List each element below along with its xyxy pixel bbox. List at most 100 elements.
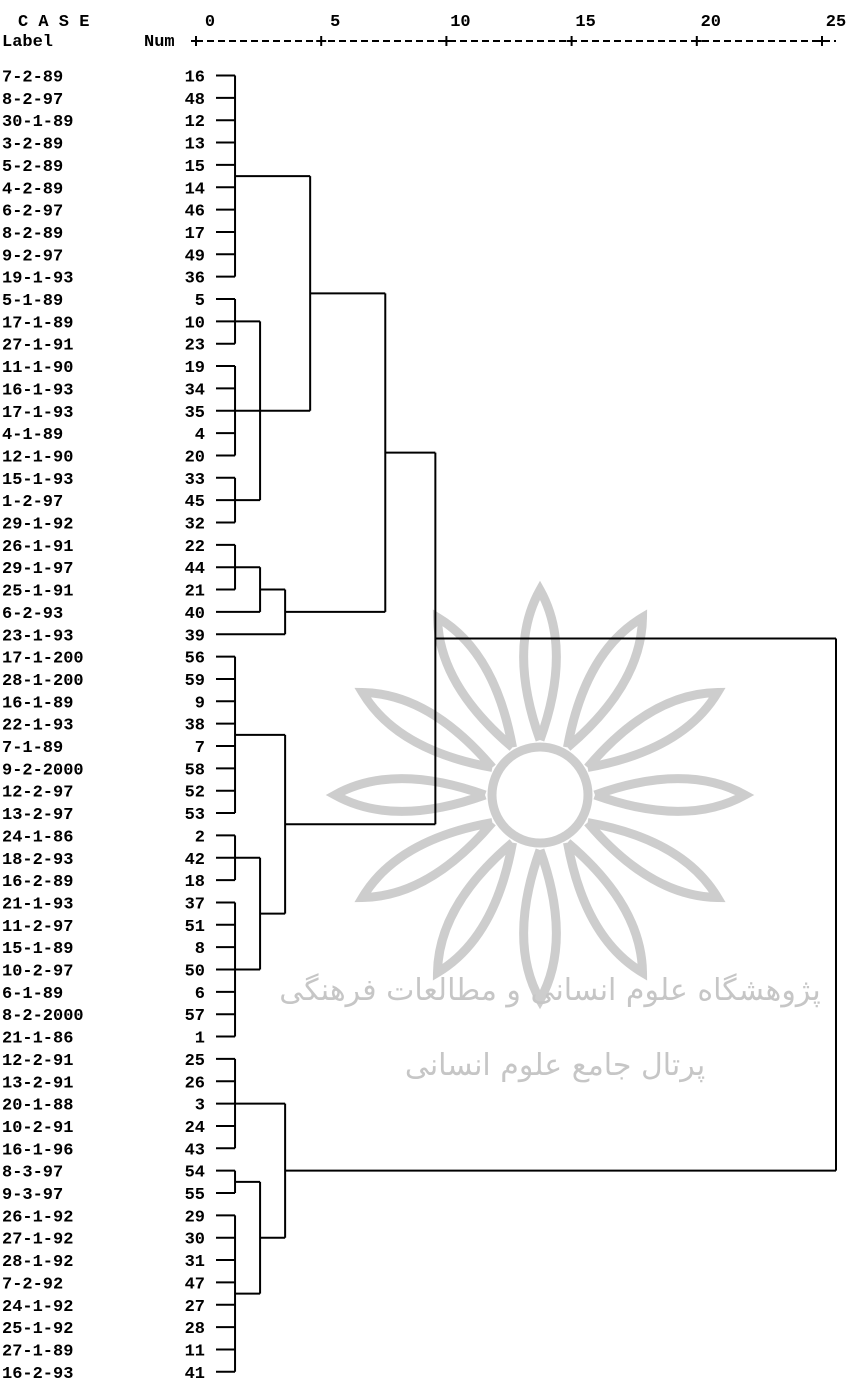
case-label: 15-1-89 (2, 940, 73, 959)
case-label: 19-1-93 (2, 270, 73, 289)
watermark-petal (563, 609, 648, 751)
case-num: 44 (185, 560, 205, 579)
case-label: 12-2-97 (2, 784, 73, 803)
case-label: 21-1-93 (2, 895, 73, 914)
case-num: 21 (185, 583, 205, 602)
case-num: 36 (185, 270, 205, 289)
case-num: 34 (185, 381, 205, 400)
case-num: 18 (185, 873, 205, 892)
case-label: 22-1-93 (2, 717, 73, 736)
case-num: 38 (185, 717, 205, 736)
watermark-center (487, 742, 593, 848)
case-label: 8-3-97 (2, 1164, 63, 1183)
case-num: 2 (195, 828, 205, 847)
case-num: 6 (195, 985, 205, 1004)
case-label: 25-1-92 (2, 1320, 73, 1339)
case-label: 10-2-97 (2, 963, 73, 982)
case-label: 5-2-89 (2, 158, 63, 177)
case-num: 45 (185, 493, 205, 512)
case-num: 23 (185, 337, 205, 356)
watermark-petal (432, 839, 517, 981)
case-num: 37 (185, 895, 205, 914)
case-num: 57 (185, 1007, 205, 1026)
case-label: 29-1-97 (2, 560, 73, 579)
scale-tick-label: 5 (330, 13, 340, 32)
scale-tick-label: 25 (826, 13, 846, 32)
case-label: 9-2-97 (2, 247, 63, 266)
case-num: 33 (185, 471, 205, 490)
case-num: 32 (185, 516, 205, 535)
scale-tick-label: 0 (205, 13, 215, 32)
case-num: 52 (185, 784, 205, 803)
case-label: 24-1-86 (2, 828, 73, 847)
case-label: 27-1-91 (2, 337, 73, 356)
case-label: 21-1-86 (2, 1030, 73, 1049)
case-num: 11 (185, 1342, 205, 1361)
case-label: 11-1-90 (2, 359, 73, 378)
case-num: 24 (185, 1119, 205, 1138)
case-label: 27-1-89 (2, 1342, 73, 1361)
case-num: 47 (185, 1275, 205, 1294)
case-label: 17-1-93 (2, 404, 73, 423)
case-num: 48 (185, 91, 205, 110)
case-label: 13-2-91 (2, 1074, 73, 1093)
case-num: 56 (185, 650, 205, 669)
case-num: 31 (185, 1253, 205, 1272)
case-label: 17-1-200 (2, 650, 84, 669)
case-label: 26-1-92 (2, 1208, 73, 1227)
case-label: 24-1-92 (2, 1298, 73, 1317)
case-num: 19 (185, 359, 205, 378)
case-num: 49 (185, 247, 205, 266)
case-num: 28 (185, 1320, 205, 1339)
watermark-petal (325, 774, 487, 816)
scale-tick-label: 15 (575, 13, 595, 32)
case-label: 16-2-93 (2, 1365, 73, 1384)
case-num: 8 (195, 940, 205, 959)
case-label: 27-1-92 (2, 1231, 73, 1250)
case-num: 59 (185, 672, 205, 691)
case-num: 26 (185, 1074, 205, 1093)
case-label: 16-1-89 (2, 694, 73, 713)
case-num: 1 (195, 1030, 205, 1049)
case-label: 11-2-97 (2, 918, 73, 937)
case-label: 6-2-93 (2, 605, 63, 624)
case-label: 7-1-89 (2, 739, 63, 758)
case-label: 17-1-89 (2, 314, 73, 333)
case-label: 8-2-89 (2, 225, 63, 244)
case-num: 43 (185, 1141, 205, 1160)
case-label: 16-1-96 (2, 1141, 73, 1160)
case-num: 46 (185, 203, 205, 222)
case-num: 12 (185, 113, 205, 132)
case-label: 25-1-91 (2, 583, 73, 602)
case-label: 10-2-91 (2, 1119, 73, 1138)
case-label: 28-1-200 (2, 672, 84, 691)
watermark-petal (584, 818, 726, 903)
case-label: 6-2-97 (2, 203, 63, 222)
case-label: 12-1-90 (2, 448, 73, 467)
case-label: 5-1-89 (2, 292, 63, 311)
case-num: 15 (185, 158, 205, 177)
case-num: 54 (185, 1164, 205, 1183)
case-label: 8-2-97 (2, 91, 63, 110)
case-label: 13-2-97 (2, 806, 73, 825)
case-num: 13 (185, 136, 205, 155)
watermark-petal (432, 609, 517, 751)
case-label: 28-1-92 (2, 1253, 73, 1272)
dendrogram-tree (216, 74, 837, 1373)
case-label: 8-2-2000 (2, 1007, 84, 1026)
watermark-petal (354, 818, 496, 903)
case-label: 16-1-93 (2, 381, 73, 400)
case-label: 9-2-2000 (2, 761, 84, 780)
case-label: 9-3-97 (2, 1186, 63, 1205)
num-header: Num (144, 33, 175, 52)
case-num: 22 (185, 538, 205, 557)
case-num: 4 (195, 426, 205, 445)
case-label: 7-2-92 (2, 1275, 63, 1294)
case-num: 16 (185, 69, 205, 88)
watermark-line2: پرتال جامع علوم انسانی (405, 1048, 705, 1083)
case-num: 30 (185, 1231, 205, 1250)
watermark-petal (519, 580, 561, 742)
case-num: 3 (195, 1097, 205, 1116)
